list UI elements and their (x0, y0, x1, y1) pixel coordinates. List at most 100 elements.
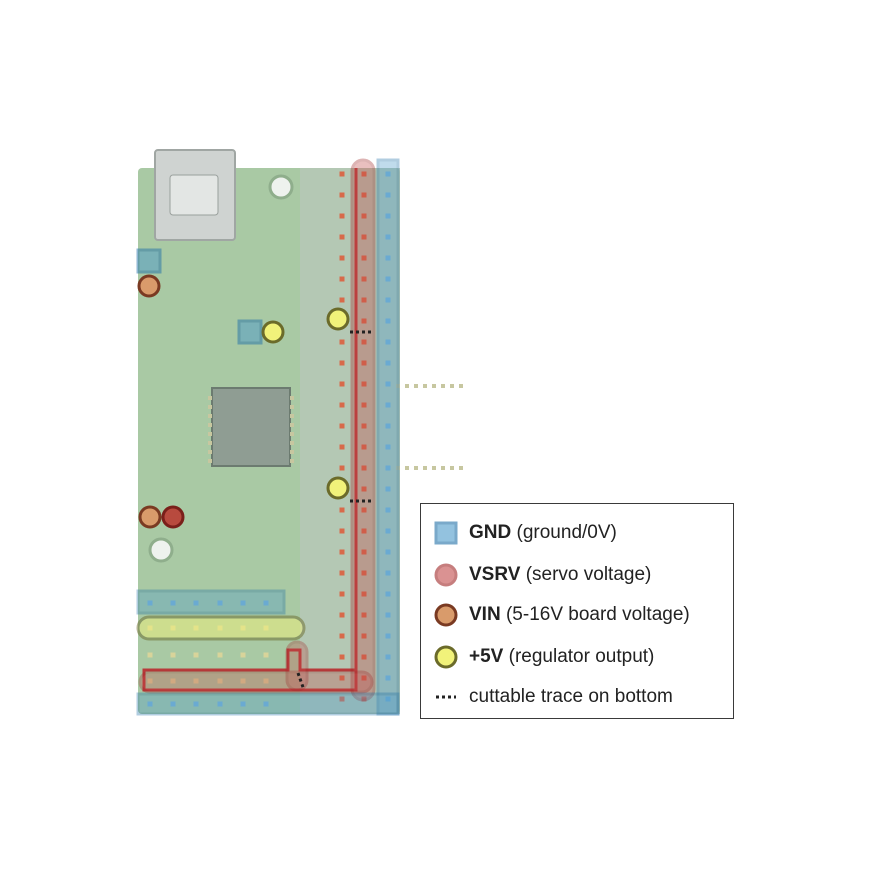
header-pin (339, 192, 345, 198)
header-pin (385, 633, 391, 639)
v5-pad-top-right (326, 307, 350, 331)
header-pin (193, 701, 199, 707)
chip-pin (208, 459, 212, 463)
header-pin (339, 612, 345, 618)
header-pin (193, 678, 199, 684)
header-pin (361, 465, 367, 471)
header-pin (385, 213, 391, 219)
header-pin (147, 678, 153, 684)
chip-pin (423, 384, 427, 388)
chip-pin (208, 432, 212, 436)
dotted-trace-icon (431, 682, 461, 712)
header-pin (361, 402, 367, 408)
legend-label-gnd: GND (469, 522, 512, 543)
header-pin (361, 675, 367, 681)
header-pin (385, 465, 391, 471)
chip-pin (290, 441, 294, 445)
header-pin (240, 701, 246, 707)
header-pin (385, 423, 391, 429)
legend: GND (ground/0V) VSRV (servo voltage) VIN… (420, 503, 734, 719)
header-pin (385, 549, 391, 555)
header-pin (170, 678, 176, 684)
header-pin (385, 339, 391, 345)
header-pin (385, 675, 391, 681)
header-pin (385, 192, 391, 198)
chip-pin (208, 423, 212, 427)
header-pin (361, 213, 367, 219)
header-pin (361, 423, 367, 429)
header-pin (339, 591, 345, 597)
chip-pin (405, 466, 409, 470)
chip-pin (441, 384, 445, 388)
chip-pin (423, 466, 427, 470)
gnd-square-icon (431, 518, 461, 548)
header-pin (361, 570, 367, 576)
header-pin (385, 171, 391, 177)
chip-pin (290, 432, 294, 436)
legend-item-v5: +5V (regulator output) (431, 642, 654, 672)
header-pin (263, 652, 269, 658)
legend-desc-v5: (regulator output) (508, 646, 655, 667)
header-pin (361, 591, 367, 597)
header-pin (385, 612, 391, 618)
header-pin (361, 528, 367, 534)
mounting-hole-bottom (148, 537, 174, 563)
gnd-pad-top (136, 248, 162, 274)
vin-pad-bottom-b (161, 505, 185, 529)
header-pin (170, 701, 176, 707)
header-pin (263, 600, 269, 606)
chip-pin (432, 466, 436, 470)
vsrv-column (350, 158, 376, 702)
header-pin (339, 234, 345, 240)
v5-pad-center (261, 320, 285, 344)
legend-item-gnd: GND (ground/0V) (431, 518, 617, 548)
header-pin (361, 171, 367, 177)
header-pin (339, 276, 345, 282)
chip-pin (208, 414, 212, 418)
header-pin (361, 297, 367, 303)
header-pin (361, 549, 367, 555)
legend-desc-vin: (5-16V board voltage) (505, 604, 690, 625)
microcontroller-chip (211, 387, 291, 467)
legend-item-vsrv: VSRV (servo voltage) (431, 560, 651, 590)
legend-item-trace: cuttable trace on bottom (431, 682, 673, 712)
header-pin (339, 528, 345, 534)
chip-pin (290, 396, 294, 400)
usb-connector-port (169, 174, 219, 216)
chip-pin (208, 441, 212, 445)
header-pin (361, 696, 367, 702)
header-pin (361, 612, 367, 618)
header-pin (385, 570, 391, 576)
gnd-row-mid (136, 589, 286, 615)
chip-pin (290, 450, 294, 454)
header-pin (147, 652, 153, 658)
header-pin (170, 652, 176, 658)
header-pin (193, 652, 199, 658)
header-pin (385, 654, 391, 660)
chip-pin (290, 459, 294, 463)
chip-pin (459, 384, 463, 388)
header-pin (385, 591, 391, 597)
header-pin (361, 507, 367, 513)
header-pin (361, 654, 367, 660)
header-pin (263, 678, 269, 684)
header-pin (339, 360, 345, 366)
header-pin (217, 600, 223, 606)
vin-pad-top (137, 274, 161, 298)
header-pin (361, 633, 367, 639)
chip-pin (405, 384, 409, 388)
header-pin (385, 234, 391, 240)
header-pin (361, 381, 367, 387)
chip-pin (208, 405, 212, 409)
vsrv-circle-icon (431, 560, 461, 590)
vsrv-rail (142, 168, 358, 692)
header-pin (339, 465, 345, 471)
header-pin (170, 600, 176, 606)
header-pin (339, 570, 345, 576)
header-pin (339, 696, 345, 702)
v5-row (136, 615, 306, 641)
chip-pin (450, 384, 454, 388)
header-pin (361, 486, 367, 492)
chip-pin (450, 466, 454, 470)
